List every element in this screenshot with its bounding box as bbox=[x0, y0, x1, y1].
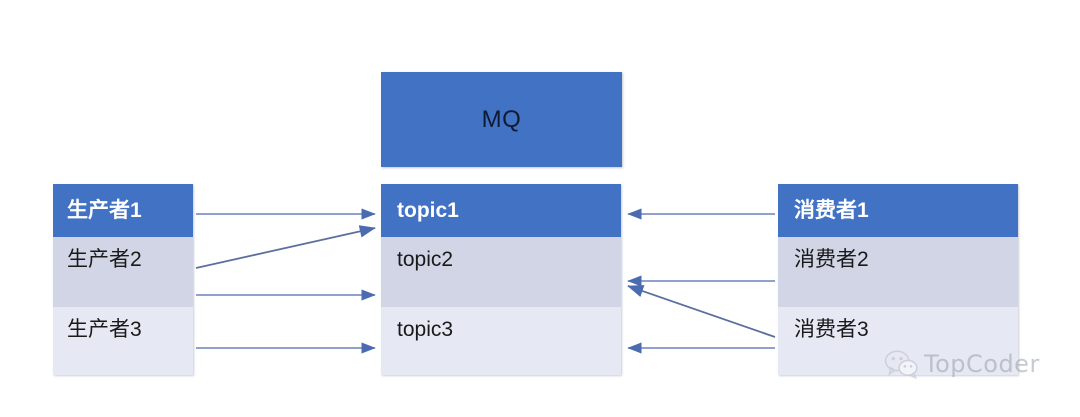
arrow-producer2-topic1 bbox=[195, 225, 376, 269]
producer-row-2[interactable]: 生产者2 bbox=[53, 237, 193, 307]
producer-label-1: 生产者1 bbox=[67, 199, 142, 222]
mq-box: MQ bbox=[381, 72, 622, 167]
watermark: TopCoder bbox=[884, 349, 1040, 379]
topic-row-3[interactable]: topic3 bbox=[381, 307, 621, 375]
producer-row-1[interactable]: 生产者1 bbox=[53, 184, 193, 237]
producer-label-3: 生产者3 bbox=[67, 318, 142, 341]
consumer-label-1: 消费者1 bbox=[794, 199, 869, 222]
consumer-row-3[interactable]: 消费者3 bbox=[778, 307, 1018, 375]
consumer-label-2: 消费者2 bbox=[794, 248, 869, 271]
consumer-row-2[interactable]: 消费者2 bbox=[778, 237, 1018, 307]
topic-row-2[interactable]: topic2 bbox=[381, 237, 621, 307]
consumers-column: 消费者1 消费者2 消费者3 bbox=[778, 184, 1018, 375]
consumer-label-3: 消费者3 bbox=[794, 318, 869, 341]
topic-label-2: topic2 bbox=[397, 248, 454, 271]
producer-label-2: 生产者2 bbox=[67, 248, 142, 271]
wechat-icon bbox=[884, 350, 918, 379]
producers-column: 生产者1 生产者2 生产者3 bbox=[53, 184, 193, 375]
producer-row-3[interactable]: 生产者3 bbox=[53, 307, 193, 375]
topics-column: topic1 topic2 topic3 bbox=[381, 184, 621, 375]
consumer-row-1[interactable]: 消费者1 bbox=[778, 184, 1018, 237]
topic-label-1: topic1 bbox=[397, 199, 459, 222]
mq-label: MQ bbox=[481, 105, 522, 133]
topic-label-3: topic3 bbox=[397, 318, 454, 341]
watermark-text: TopCoder bbox=[924, 350, 1040, 378]
arrow-consumer3-topic2 bbox=[627, 285, 776, 338]
topic-row-1[interactable]: topic1 bbox=[381, 184, 621, 237]
